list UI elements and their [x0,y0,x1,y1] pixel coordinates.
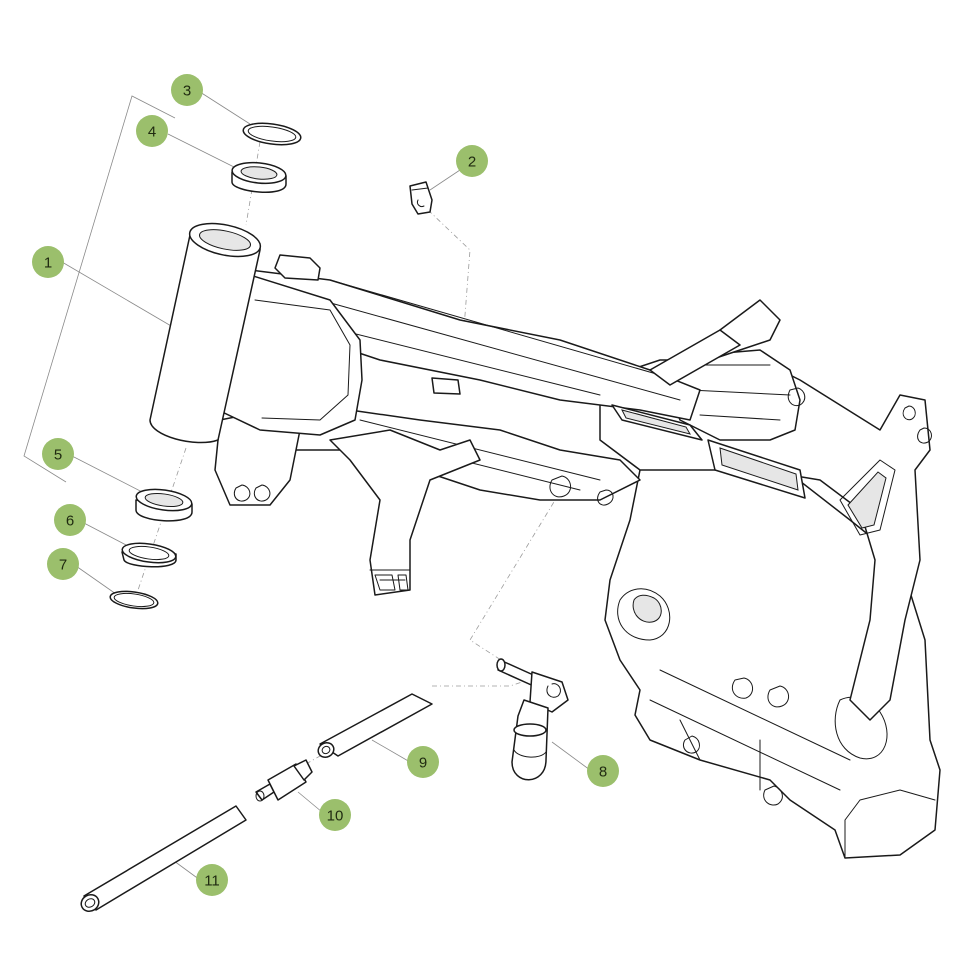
mounting-clip [409,181,433,215]
callout-8: 8 [587,755,619,787]
callout-label: 4 [148,124,156,141]
leader-9 [371,739,411,763]
axis-mount [305,755,321,765]
rubber-mount [255,759,313,802]
callout-badge [456,145,488,177]
axis-steering-lower [133,447,187,603]
callout-label: 8 [599,764,607,781]
callout-label: 7 [59,557,67,574]
long-tube [80,805,247,913]
lower-o-ring [109,590,159,610]
callout-badge [171,74,203,106]
callout-badge [136,115,168,147]
callout-badge [32,246,64,278]
callout-label: 9 [419,755,427,772]
callout-7: 7 [47,548,79,580]
callout-label: 10 [327,808,344,825]
axis-sleeve [432,681,523,687]
bracket-leader [23,95,176,483]
callout-badge [47,548,79,580]
callout-badge [54,504,86,536]
upper-seal-ring [242,122,302,146]
callout-badge [587,755,619,787]
callout-2: 2 [456,145,488,177]
callout-5: 5 [42,438,74,470]
lower-bearing [135,488,193,522]
callout-badge [319,799,351,831]
callout-9: 9 [407,746,439,778]
frame-main-body [149,222,941,859]
callout-4: 4 [136,115,168,147]
callout-10: 10 [319,799,351,831]
short-sleeve [317,693,433,758]
leader-4 [167,133,237,169]
leader-3 [199,91,251,125]
callout-3: 3 [171,74,203,106]
callout-11: 11 [196,864,228,896]
callout-badge [42,438,74,470]
callout-badge [196,864,228,896]
callout-label: 5 [54,447,62,464]
callout-label: 1 [44,255,52,272]
lower-seal-ring [121,542,177,568]
leader-5 [71,455,151,497]
callout-1: 1 [32,246,64,278]
leader-8 [551,741,591,771]
callout-6: 6 [54,504,86,536]
callout-label: 3 [183,83,191,100]
upper-bearing [231,161,287,193]
leader-7 [75,565,117,595]
callout-label: 6 [66,513,74,530]
callout-label: 11 [204,873,220,890]
callout-badge [407,746,439,778]
leader-1 [61,261,179,331]
callout-label: 2 [468,154,476,171]
pivot-bolt-assembly [496,658,569,781]
leader-6 [81,521,129,547]
axis-pivot [469,491,561,663]
callouts: 1 2 3 4 5 6 7 8 [32,74,619,896]
leader-10 [297,791,323,813]
